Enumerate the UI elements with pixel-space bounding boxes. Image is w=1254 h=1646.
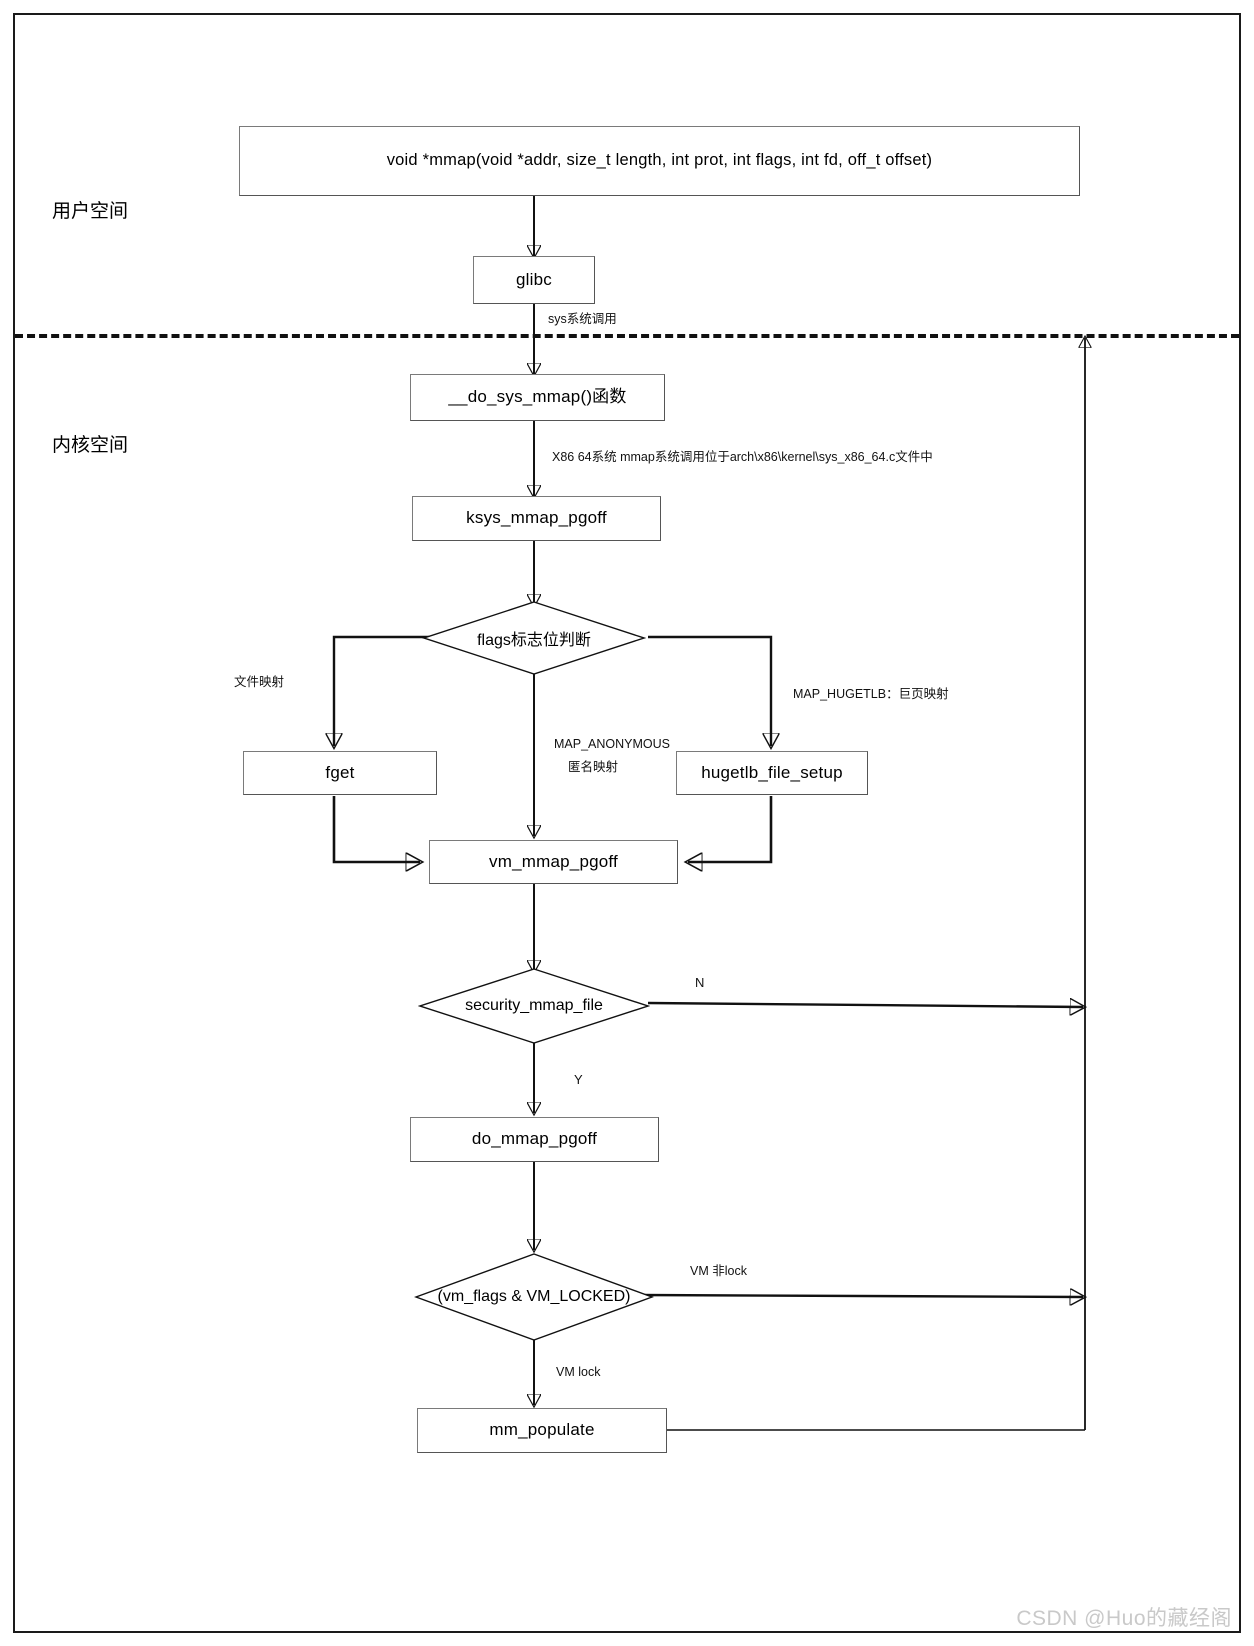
watermark: CSDN @Huo的藏经阁 bbox=[1016, 1607, 1232, 1630]
node-mmap-signature[interactable]: void *mmap(void *addr, size_t length, in… bbox=[239, 126, 1080, 196]
edge-label-vm-lock: VM lock bbox=[556, 1365, 601, 1379]
node-vm-mmap-pgoff[interactable]: vm_mmap_pgoff bbox=[429, 840, 678, 884]
node-mmap-signature-label: void *mmap(void *addr, size_t length, in… bbox=[386, 151, 933, 170]
node-hugetlb-file-setup-label: hugetlb_file_setup bbox=[701, 762, 843, 782]
node-glibc[interactable]: glibc bbox=[473, 256, 595, 304]
node-do-mmap-pgoff-label: do_mmap_pgoff bbox=[471, 1129, 598, 1149]
node-fget-label: fget bbox=[325, 762, 355, 782]
node-mm-populate-label: mm_populate bbox=[489, 1420, 595, 1440]
node-do-sys-mmap[interactable]: __do_sys_mmap()函数 bbox=[410, 374, 665, 421]
node-mm-populate[interactable]: mm_populate bbox=[417, 1408, 667, 1453]
node-vm-locked-decision[interactable]: (vm_flags & VM_LOCKED) bbox=[414, 1252, 654, 1342]
edge-label-map-hugetlb: MAP_HUGETLB：巨页映射 bbox=[793, 687, 949, 701]
node-hugetlb-file-setup[interactable]: hugetlb_file_setup bbox=[676, 751, 868, 795]
node-ksys-mmap-pgoff[interactable]: ksys_mmap_pgoff bbox=[412, 496, 661, 541]
edge-label-file-mapping: 文件映射 bbox=[234, 675, 285, 689]
node-do-sys-mmap-label: __do_sys_mmap()函数 bbox=[448, 387, 627, 407]
edge-label-security-yes: Y bbox=[574, 1072, 583, 1087]
node-vm-mmap-pgoff-label: vm_mmap_pgoff bbox=[489, 851, 618, 871]
edge-label-x86-64-note: X86 64系统 mmap系统调用位于arch\x86\kernel\sys_x… bbox=[552, 450, 933, 464]
edge-label-vm-not-lock: VM 非lock bbox=[690, 1264, 747, 1278]
user-kernel-boundary-line bbox=[15, 334, 1239, 338]
node-flags-decision[interactable]: flags标志位判断 bbox=[422, 600, 646, 676]
node-glibc-label: glibc bbox=[516, 269, 552, 289]
page-border bbox=[13, 13, 1241, 1633]
edge-label-map-anonymous: MAP_ANONYMOUS bbox=[554, 737, 670, 751]
node-security-mmap-file[interactable]: security_mmap_file bbox=[418, 967, 650, 1045]
node-ksys-mmap-pgoff-label: ksys_mmap_pgoff bbox=[466, 508, 607, 528]
section-label-kernel-space: 内核空间 bbox=[52, 435, 129, 456]
edge-label-sys-call: sys系统调用 bbox=[548, 312, 617, 326]
node-do-mmap-pgoff[interactable]: do_mmap_pgoff bbox=[410, 1117, 659, 1162]
node-fget[interactable]: fget bbox=[243, 751, 437, 795]
section-label-user-space: 用户空间 bbox=[52, 201, 129, 222]
edge-label-security-no: N bbox=[695, 975, 705, 990]
edge-label-anonymous-mapping: 匿名映射 bbox=[568, 760, 619, 774]
